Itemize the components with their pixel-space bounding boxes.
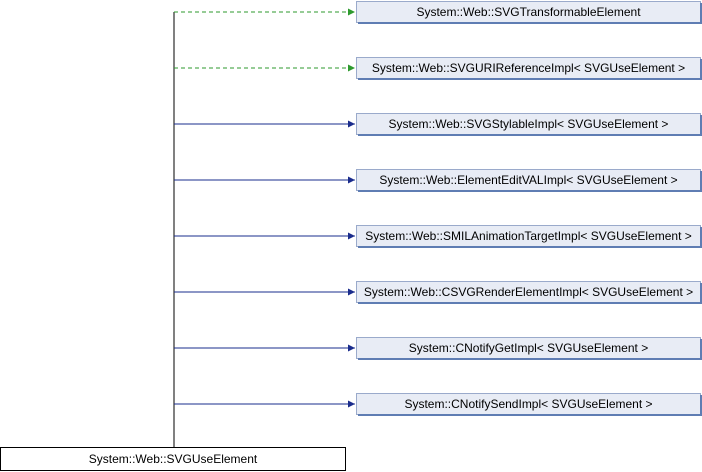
base-class-label: System::Web::ElementEditVALImpl< SVGUseE… bbox=[379, 173, 677, 187]
base-class-label: System::Web::SVGStylableImpl< SVGUseElem… bbox=[389, 117, 669, 131]
base-class-shadow bbox=[358, 339, 702, 360]
base-class-shadow bbox=[358, 115, 702, 136]
derived-class-label: System::Web::SVGUseElement bbox=[89, 452, 258, 466]
base-class-label: System::Web::CSVGRenderElementImpl< SVGU… bbox=[364, 285, 693, 299]
base-class-label: System::CNotifyGetImpl< SVGUseElement > bbox=[409, 341, 648, 355]
base-class-node[interactable]: System::CNotifySendImpl< SVGUseElement > bbox=[356, 393, 702, 416]
base-class-node[interactable]: System::CNotifyGetImpl< SVGUseElement > bbox=[356, 337, 702, 360]
base-class-shadow bbox=[358, 3, 702, 24]
base-class-shadow bbox=[358, 227, 702, 248]
derived-class-node[interactable]: System::Web::SVGUseElement bbox=[0, 447, 346, 471]
base-class-node[interactable]: System::Web::CSVGRenderElementImpl< SVGU… bbox=[356, 281, 702, 304]
base-class-node[interactable]: System::Web::SVGTransformableElement bbox=[356, 1, 702, 24]
base-class-shadow bbox=[358, 283, 702, 304]
base-class-node[interactable]: System::Web::ElementEditVALImpl< SVGUseE… bbox=[356, 169, 702, 192]
base-class-shadow bbox=[358, 171, 702, 192]
base-class-node[interactable]: System::Web::SVGStylableImpl< SVGUseElem… bbox=[356, 113, 702, 136]
base-class-label: System::Web::SMILAnimationTargetImpl< SV… bbox=[365, 229, 692, 243]
base-class-label: System::CNotifySendImpl< SVGUseElement > bbox=[404, 397, 652, 411]
base-class-shadow bbox=[358, 395, 702, 416]
base-class-label: System::Web::SVGTransformableElement bbox=[416, 5, 641, 19]
base-class-node[interactable]: System::Web::SMILAnimationTargetImpl< SV… bbox=[356, 225, 702, 248]
base-class-shadow bbox=[358, 59, 702, 80]
base-class-label: System::Web::SVGURIReferenceImpl< SVGUse… bbox=[372, 61, 685, 75]
base-class-node[interactable]: System::Web::SVGURIReferenceImpl< SVGUse… bbox=[356, 57, 702, 80]
